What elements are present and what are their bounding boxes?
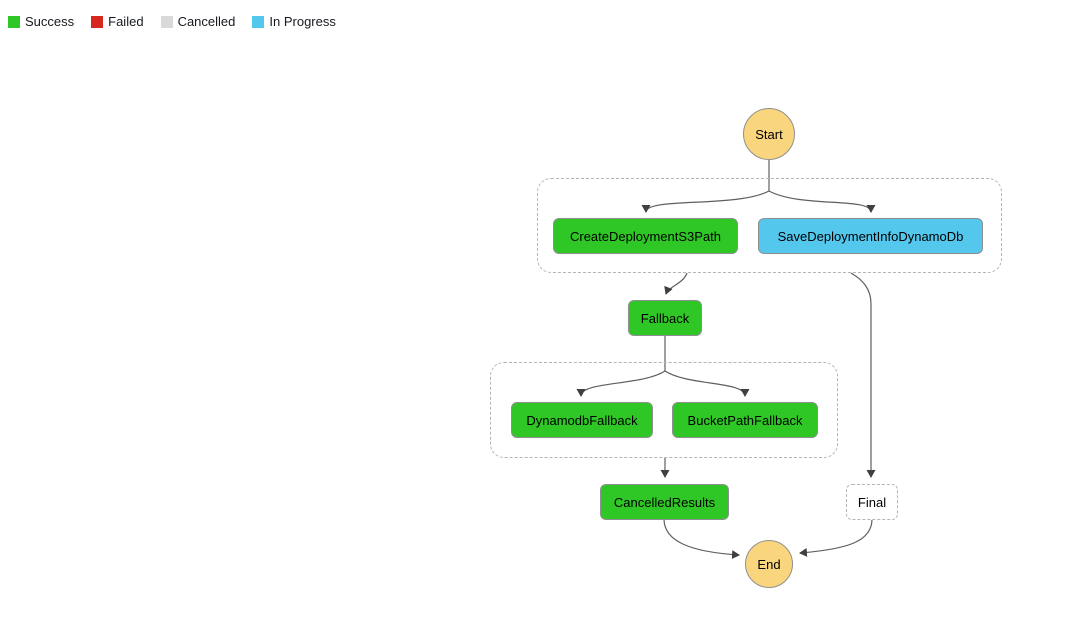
edge-start-to-save-deployment-info-dynamodb xyxy=(768,190,876,213)
success-swatch-icon xyxy=(8,15,20,28)
legend-item-success: Success xyxy=(8,14,74,29)
step-fallback[interactable]: Fallback xyxy=(628,300,702,336)
edge-final-to-end xyxy=(799,518,873,557)
legend-label-failed: Failed xyxy=(108,14,144,29)
cancelled-swatch-icon xyxy=(160,15,173,28)
edge-fallback-to-bucket-path-fallback xyxy=(664,370,750,397)
start-node: Start xyxy=(743,108,795,160)
edge-start-to-create-deployment-s3-path xyxy=(641,190,770,213)
failed-swatch-icon xyxy=(91,15,104,28)
parallel-group-fallback xyxy=(490,362,838,458)
edge-fallback-to-dynamodb-fallback xyxy=(576,370,666,397)
edge-cancelled-results-to-end xyxy=(663,518,740,560)
legend-item-failed: Failed xyxy=(91,14,144,29)
edge-parallel-to-final xyxy=(850,272,876,478)
legend-label-in-progress: In Progress xyxy=(269,14,336,29)
parallel-group-deployment xyxy=(537,178,1002,273)
status-legend: Success Failed Cancelled In Progress xyxy=(8,14,336,29)
step-create-deployment-s3-path[interactable]: CreateDeploymentS3Path xyxy=(553,218,738,254)
legend-label-success: Success xyxy=(25,14,75,29)
step-dynamodb-fallback[interactable]: DynamodbFallback xyxy=(511,402,653,438)
end-node: End xyxy=(745,540,793,588)
step-final[interactable]: Final xyxy=(846,484,898,520)
step-cancelled-results[interactable]: CancelledResults xyxy=(600,484,729,520)
legend-label-cancelled: Cancelled xyxy=(177,14,236,29)
in-progress-swatch-icon xyxy=(252,15,265,28)
step-save-deployment-info-dynamodb[interactable]: SaveDeploymentInfoDynamoDb xyxy=(758,218,983,254)
legend-item-in-progress: In Progress xyxy=(252,14,336,29)
legend-item-cancelled: Cancelled xyxy=(160,14,236,29)
edge-parallel-to-fallback xyxy=(664,272,688,295)
step-bucket-path-fallback[interactable]: BucketPathFallback xyxy=(672,402,818,438)
